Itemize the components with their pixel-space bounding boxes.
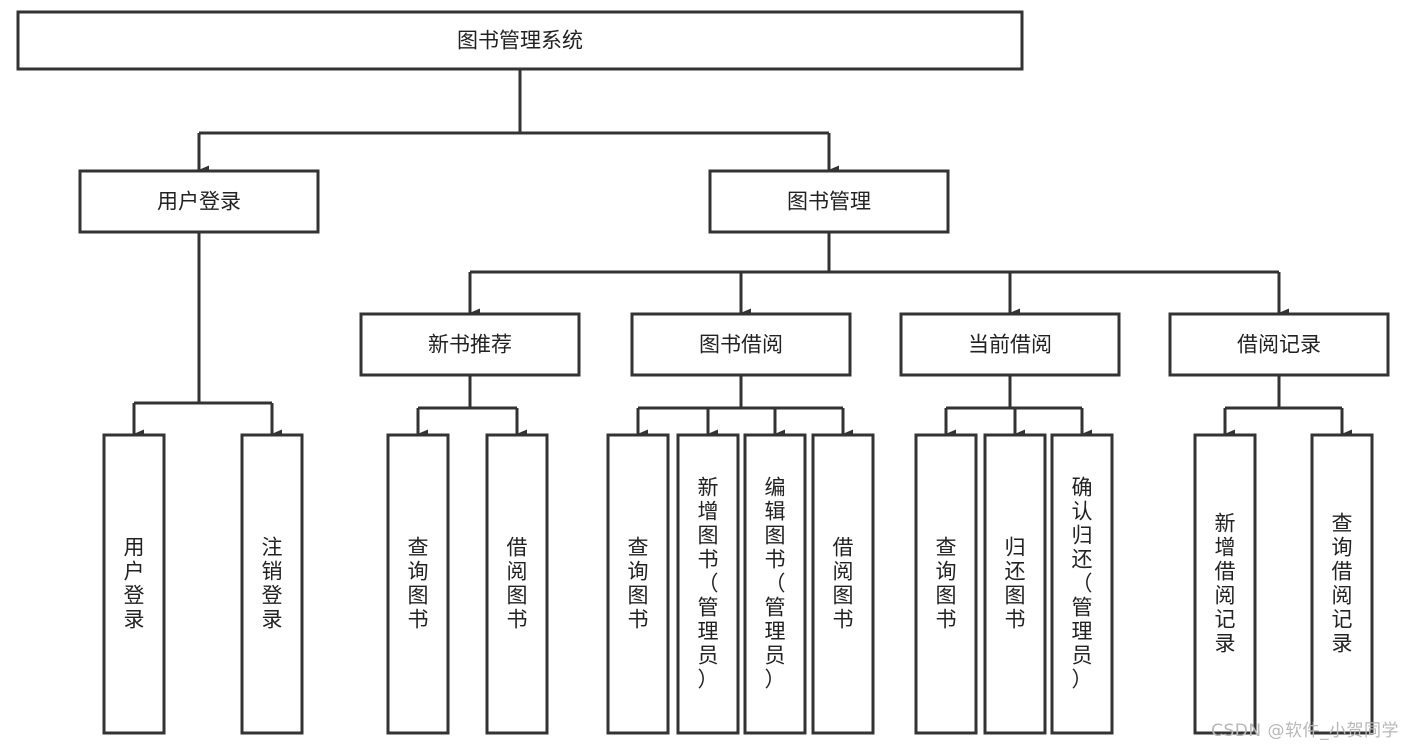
node-box xyxy=(676,433,740,735)
node-label: 新书推荐 xyxy=(428,333,512,357)
node-book-borrow[interactable]: 图书借阅 xyxy=(630,312,852,377)
node-borrow-record[interactable]: 借阅记录 xyxy=(1168,312,1390,377)
node-leaf-query-book-current[interactable]: 查询图书 xyxy=(914,433,978,735)
node-leaf-query-book-recommend[interactable]: 查询图书 xyxy=(386,433,450,735)
node-box xyxy=(606,433,670,735)
node-label: 借阅记录 xyxy=(1237,333,1321,357)
node-box xyxy=(708,169,950,234)
node-box xyxy=(78,169,320,234)
node-box xyxy=(914,433,978,735)
node-box xyxy=(1193,433,1257,735)
node-box xyxy=(899,312,1121,377)
node-label: 查询图书 xyxy=(936,536,957,632)
node-leaf-query-borrow-record[interactable]: 查询借阅记录 xyxy=(1310,433,1374,735)
node-user-login[interactable]: 用户登录 xyxy=(78,169,320,234)
node-box xyxy=(102,433,166,735)
node-leaf-borrow-book-recommend[interactable]: 借阅图书 xyxy=(485,433,549,735)
node-box xyxy=(240,433,304,735)
node-current-borrow[interactable]: 当前借阅 xyxy=(899,312,1121,377)
node-book-manage[interactable]: 图书管理 xyxy=(708,169,950,234)
node-leaf-confirm-return-admin[interactable]: 确认归还（管理员） xyxy=(1050,433,1114,735)
node-label: 借阅图书 xyxy=(833,536,854,632)
node-leaf-add-borrow-record[interactable]: 新增借阅记录 xyxy=(1193,433,1257,735)
node-box xyxy=(1310,433,1374,735)
node-new-book-recommend[interactable]: 新书推荐 xyxy=(359,312,581,377)
node-box xyxy=(386,433,450,735)
node-leaf-user-login[interactable]: 用户登录 xyxy=(102,433,166,735)
node-box xyxy=(811,433,875,735)
node-box xyxy=(485,433,549,735)
node-label: 用户登录 xyxy=(157,190,241,214)
node-box xyxy=(16,10,1024,71)
edge-layer xyxy=(132,69,1352,439)
node-leaf-user-logout[interactable]: 注销登录 xyxy=(240,433,304,735)
node-label: 查询图书 xyxy=(408,536,429,632)
node-label: 借阅图书 xyxy=(507,536,528,632)
node-leaf-edit-book-admin[interactable]: 编辑图书（管理员） xyxy=(743,433,807,735)
node-label: 查询借阅记录 xyxy=(1332,512,1353,656)
node-label: 用户登录 xyxy=(124,536,145,632)
node-leaf-add-book-admin[interactable]: 新增图书（管理员） xyxy=(676,433,740,735)
csdn-watermark: CSDN @软件_小贺同学 xyxy=(1211,721,1399,741)
node-label: 图书管理系统 xyxy=(457,29,583,53)
node-box xyxy=(630,312,852,377)
node-box xyxy=(743,433,807,735)
node-label: 图书借阅 xyxy=(699,333,783,357)
node-label: 注销登录 xyxy=(262,536,283,632)
node-layer: 图书管理系统用户登录图书管理新书推荐图书借阅当前借阅借阅记录用户登录注销登录查询… xyxy=(16,10,1390,735)
node-box xyxy=(1050,433,1114,735)
node-label: 图书管理 xyxy=(787,190,871,214)
node-box xyxy=(1168,312,1390,377)
node-label: 新增图书（管理员） xyxy=(698,476,719,692)
node-leaf-borrow-book[interactable]: 借阅图书 xyxy=(811,433,875,735)
node-box xyxy=(983,433,1047,735)
node-label: 确认归还（管理员） xyxy=(1072,476,1093,692)
node-label: 归还图书 xyxy=(1005,536,1026,632)
node-box xyxy=(359,312,581,377)
node-label: 查询图书 xyxy=(628,536,649,632)
node-label: 新增借阅记录 xyxy=(1215,512,1236,656)
node-leaf-return-book[interactable]: 归还图书 xyxy=(983,433,1047,735)
node-root[interactable]: 图书管理系统 xyxy=(16,10,1024,71)
node-leaf-query-book-borrow[interactable]: 查询图书 xyxy=(606,433,670,735)
node-label: 编辑图书（管理员） xyxy=(765,476,786,692)
node-label: 当前借阅 xyxy=(968,333,1052,357)
